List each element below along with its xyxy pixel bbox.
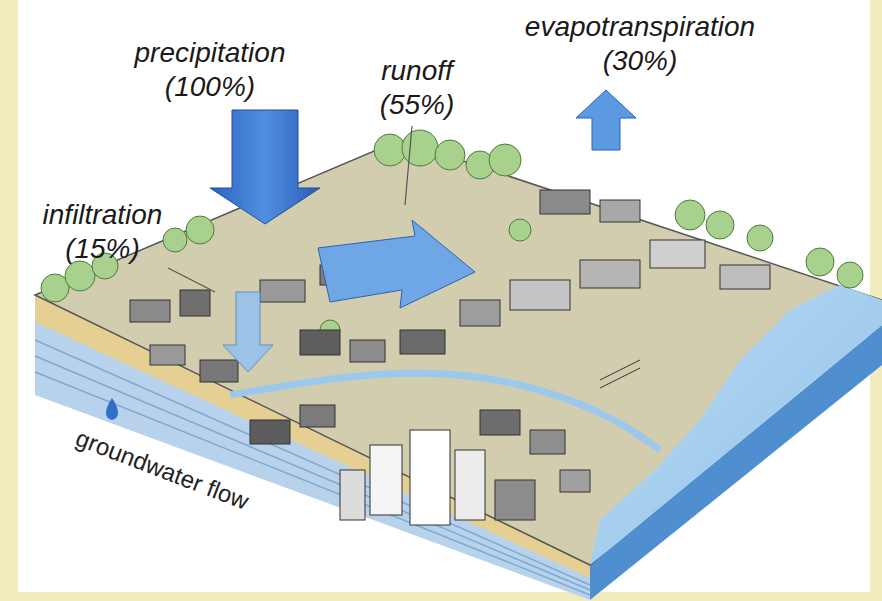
precipitation-arrow — [210, 110, 320, 224]
infiltration-arrow — [223, 292, 273, 372]
pier — [600, 360, 640, 388]
infiltration-leader — [168, 268, 215, 292]
sea-surface — [590, 285, 882, 565]
runoff-arrow — [318, 220, 475, 308]
flow-label: infiltration (15%) — [15, 198, 190, 266]
groundwater-drop — [106, 398, 118, 420]
evapotranspiration-arrow — [576, 90, 636, 150]
flow-label: runoff (55%) — [352, 54, 482, 122]
runoff-leader — [405, 126, 412, 205]
flow-label: evapotranspiration (30%) — [490, 10, 790, 78]
flow-label: precipitation (100%) — [110, 36, 310, 104]
trees — [41, 130, 863, 340]
city-buildings — [130, 190, 770, 525]
